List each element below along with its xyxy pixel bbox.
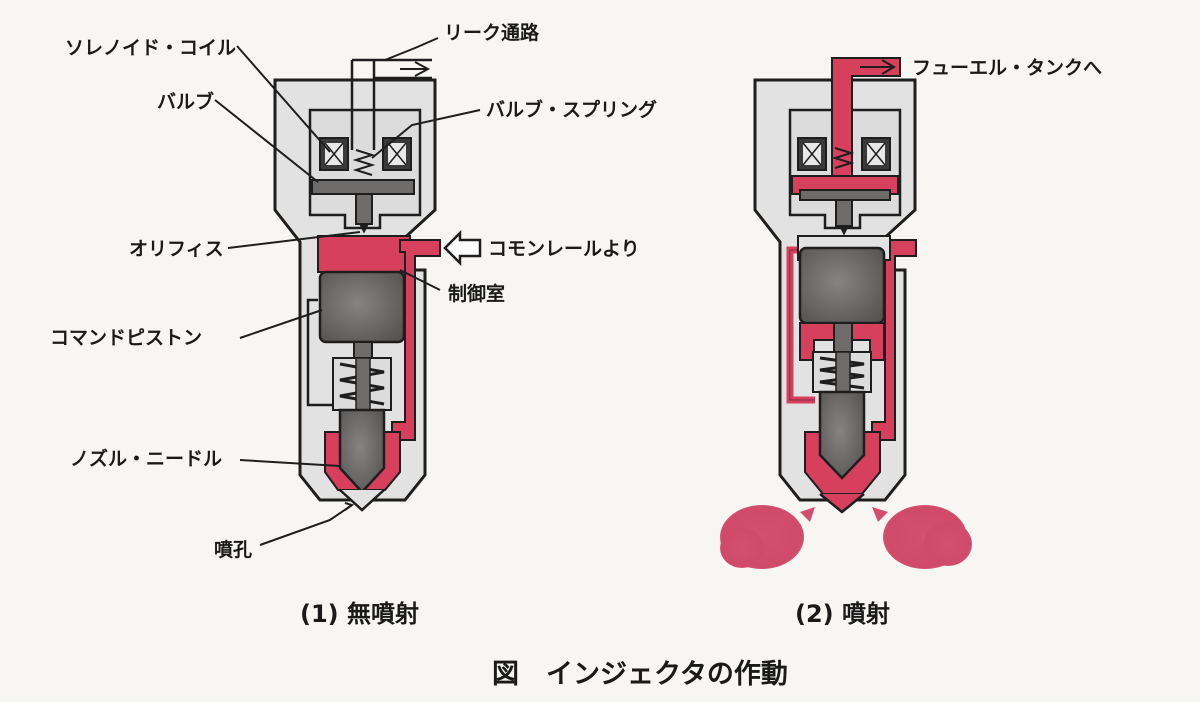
piston-fuel-region: [799, 322, 885, 361]
nozzle-needle: [338, 408, 386, 494]
label-orifice: オリフィス: [129, 238, 224, 260]
valve-stem-2: [835, 199, 853, 227]
label-nozzle-needle: ノズル・ニードル: [70, 447, 222, 470]
leader-lines-left: [214, 37, 481, 546]
label-nozzle-hole: 噴孔: [214, 539, 252, 561]
orifice-2: [839, 225, 849, 236]
common-rail-inlet-arrow: [443, 229, 482, 267]
label-control-chamber: 制御室: [448, 282, 505, 305]
command-piston-2: [798, 246, 886, 325]
command-piston: [318, 270, 406, 344]
solenoid-coil-right-2: [861, 137, 891, 171]
valve-plate-2: [799, 189, 891, 201]
return-line: [306, 298, 335, 407]
spray-arrow-right: [872, 507, 888, 522]
injector-injection: [753, 57, 917, 514]
caption-injection: (2) 噴射: [795, 600, 890, 628]
label-command-piston: コマンドピストン: [50, 327, 202, 349]
label-solenoid-coil: ソレノイド・コイル: [65, 37, 236, 59]
solenoid-coil-left-2: [797, 137, 827, 171]
spray-arrow-left: [800, 507, 815, 522]
leak-flow-arrow: [400, 61, 431, 77]
label-from-common-rail: コモンレールより: [488, 238, 640, 260]
injector-no-injection: [273, 58, 441, 512]
orifice: [359, 223, 369, 234]
label-valve-spring: バルブ・スプリング: [486, 98, 657, 121]
valve-plate: [311, 179, 415, 195]
nozzle-needle-2: [818, 390, 866, 480]
label-leak-path: リーク通路: [444, 21, 540, 44]
leak-passage: [350, 58, 432, 150]
tank-flow-arrow: [860, 59, 896, 75]
solenoid-coil-left: [319, 137, 349, 171]
caption-no-injection: (1) 無噴射: [300, 600, 419, 628]
label-to-fuel-tank: フューエル・タンクへ: [912, 57, 1102, 79]
nozzle-tip-2: [819, 493, 865, 514]
valve-spring-2: [831, 147, 855, 169]
control-chamber: [317, 235, 411, 273]
valve-spring: [352, 149, 376, 176]
fuel-spray: [720, 505, 972, 569]
valve-stem: [355, 193, 373, 225]
label-valve: バルブ: [157, 90, 214, 113]
solenoid-coil-right: [382, 137, 412, 171]
figure-title: 図 インジェクタの作動: [492, 659, 788, 690]
nozzle-tip: [339, 489, 385, 512]
